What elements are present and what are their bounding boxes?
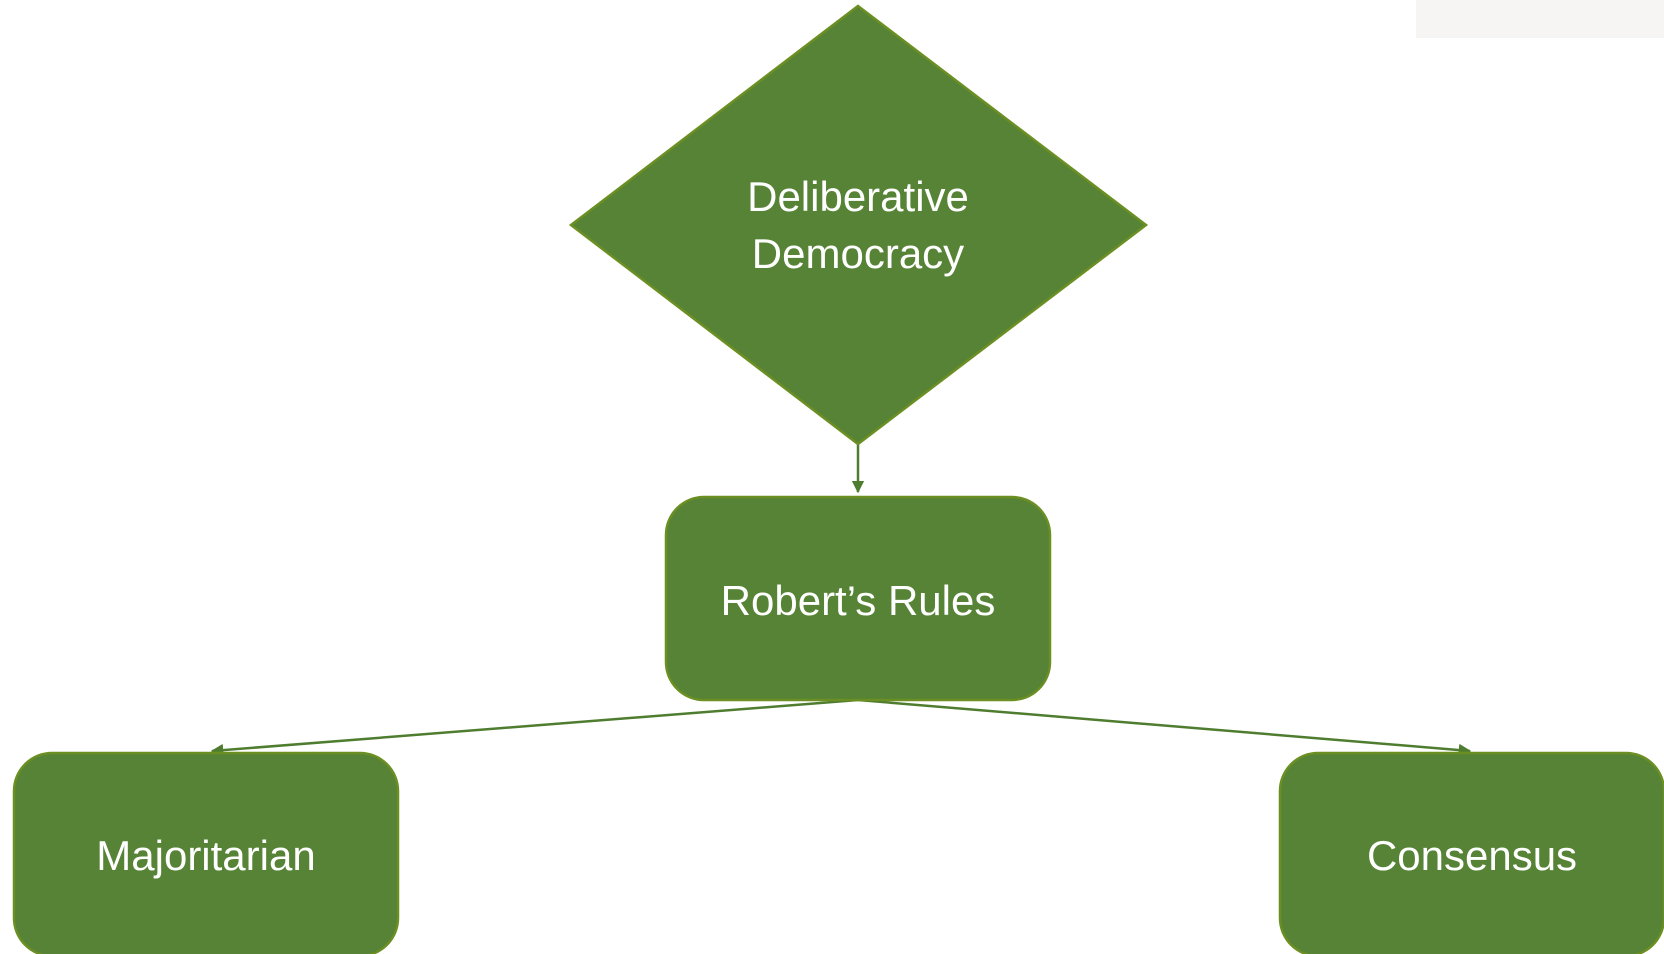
majoritarian-box — [12, 751, 400, 954]
edge-roberts-to-majoritarian — [210, 698, 859, 757]
roberts-rules-label: Robert’s Rules — [720, 576, 996, 624]
deliberative-democracy-label: Deliberative Democracy — [747, 173, 969, 277]
consensus-box — [1278, 751, 1664, 954]
corner-image-fragment — [1416, 0, 1664, 38]
edge-roberts-to-consensus — [857, 698, 1472, 757]
consensus-label: Consensus — [1366, 831, 1578, 879]
roberts-rules-box — [664, 495, 1052, 702]
majoritarian-label: Majoritarian — [96, 831, 316, 879]
deliberative-democracy-diamond — [568, 4, 1149, 446]
